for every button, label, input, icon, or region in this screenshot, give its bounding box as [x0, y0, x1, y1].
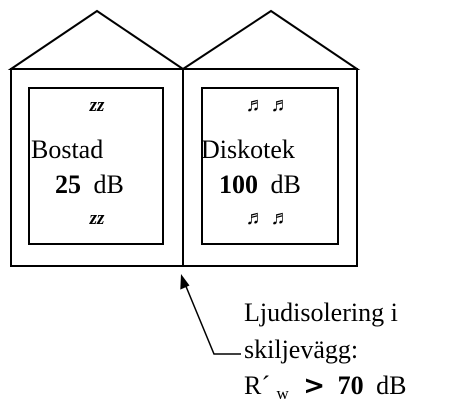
right-room-level-value: 100 — [219, 170, 258, 199]
left-house-roof — [7, 9, 187, 70]
r-symbol: R´ — [244, 371, 270, 399]
left-house — [7, 9, 187, 267]
annotation-rw-requirement: R´ w > 70 dB — [244, 371, 406, 399]
left-room-inner — [28, 87, 164, 245]
arrow-head-icon — [180, 274, 190, 290]
left-room-level: 25 dB — [55, 170, 124, 199]
right-house — [179, 9, 361, 267]
right-room-name: Diskotek — [201, 135, 295, 164]
zz-sleep-icon: zz — [89, 208, 105, 229]
zz-sleep-icon: zz — [89, 95, 105, 116]
right-house-roof — [179, 9, 361, 70]
right-room-level: 100 dB — [219, 170, 301, 199]
annotation-line-2: skiljevägg: — [244, 335, 358, 364]
r-subscript: w — [277, 384, 290, 399]
right-house-outer-wall — [182, 68, 358, 267]
right-room-level-unit: dB — [271, 170, 301, 199]
annotation-line-1: Ljudisolering i — [244, 298, 398, 327]
music-notes-icon: ♬ ♬ — [246, 94, 291, 116]
requirement-value: 70 — [338, 371, 364, 399]
left-room-level-value: 25 — [55, 170, 81, 199]
left-room-level-unit: dB — [94, 170, 124, 199]
partition-arrow — [180, 274, 241, 355]
right-room-inner — [201, 87, 339, 245]
requirement-unit: dB — [376, 371, 406, 399]
left-room-name: Bostad — [31, 135, 103, 164]
arrow-line — [184, 283, 241, 355]
comparator: > — [303, 371, 325, 399]
music-notes-icon: ♬ ♬ — [246, 207, 291, 229]
